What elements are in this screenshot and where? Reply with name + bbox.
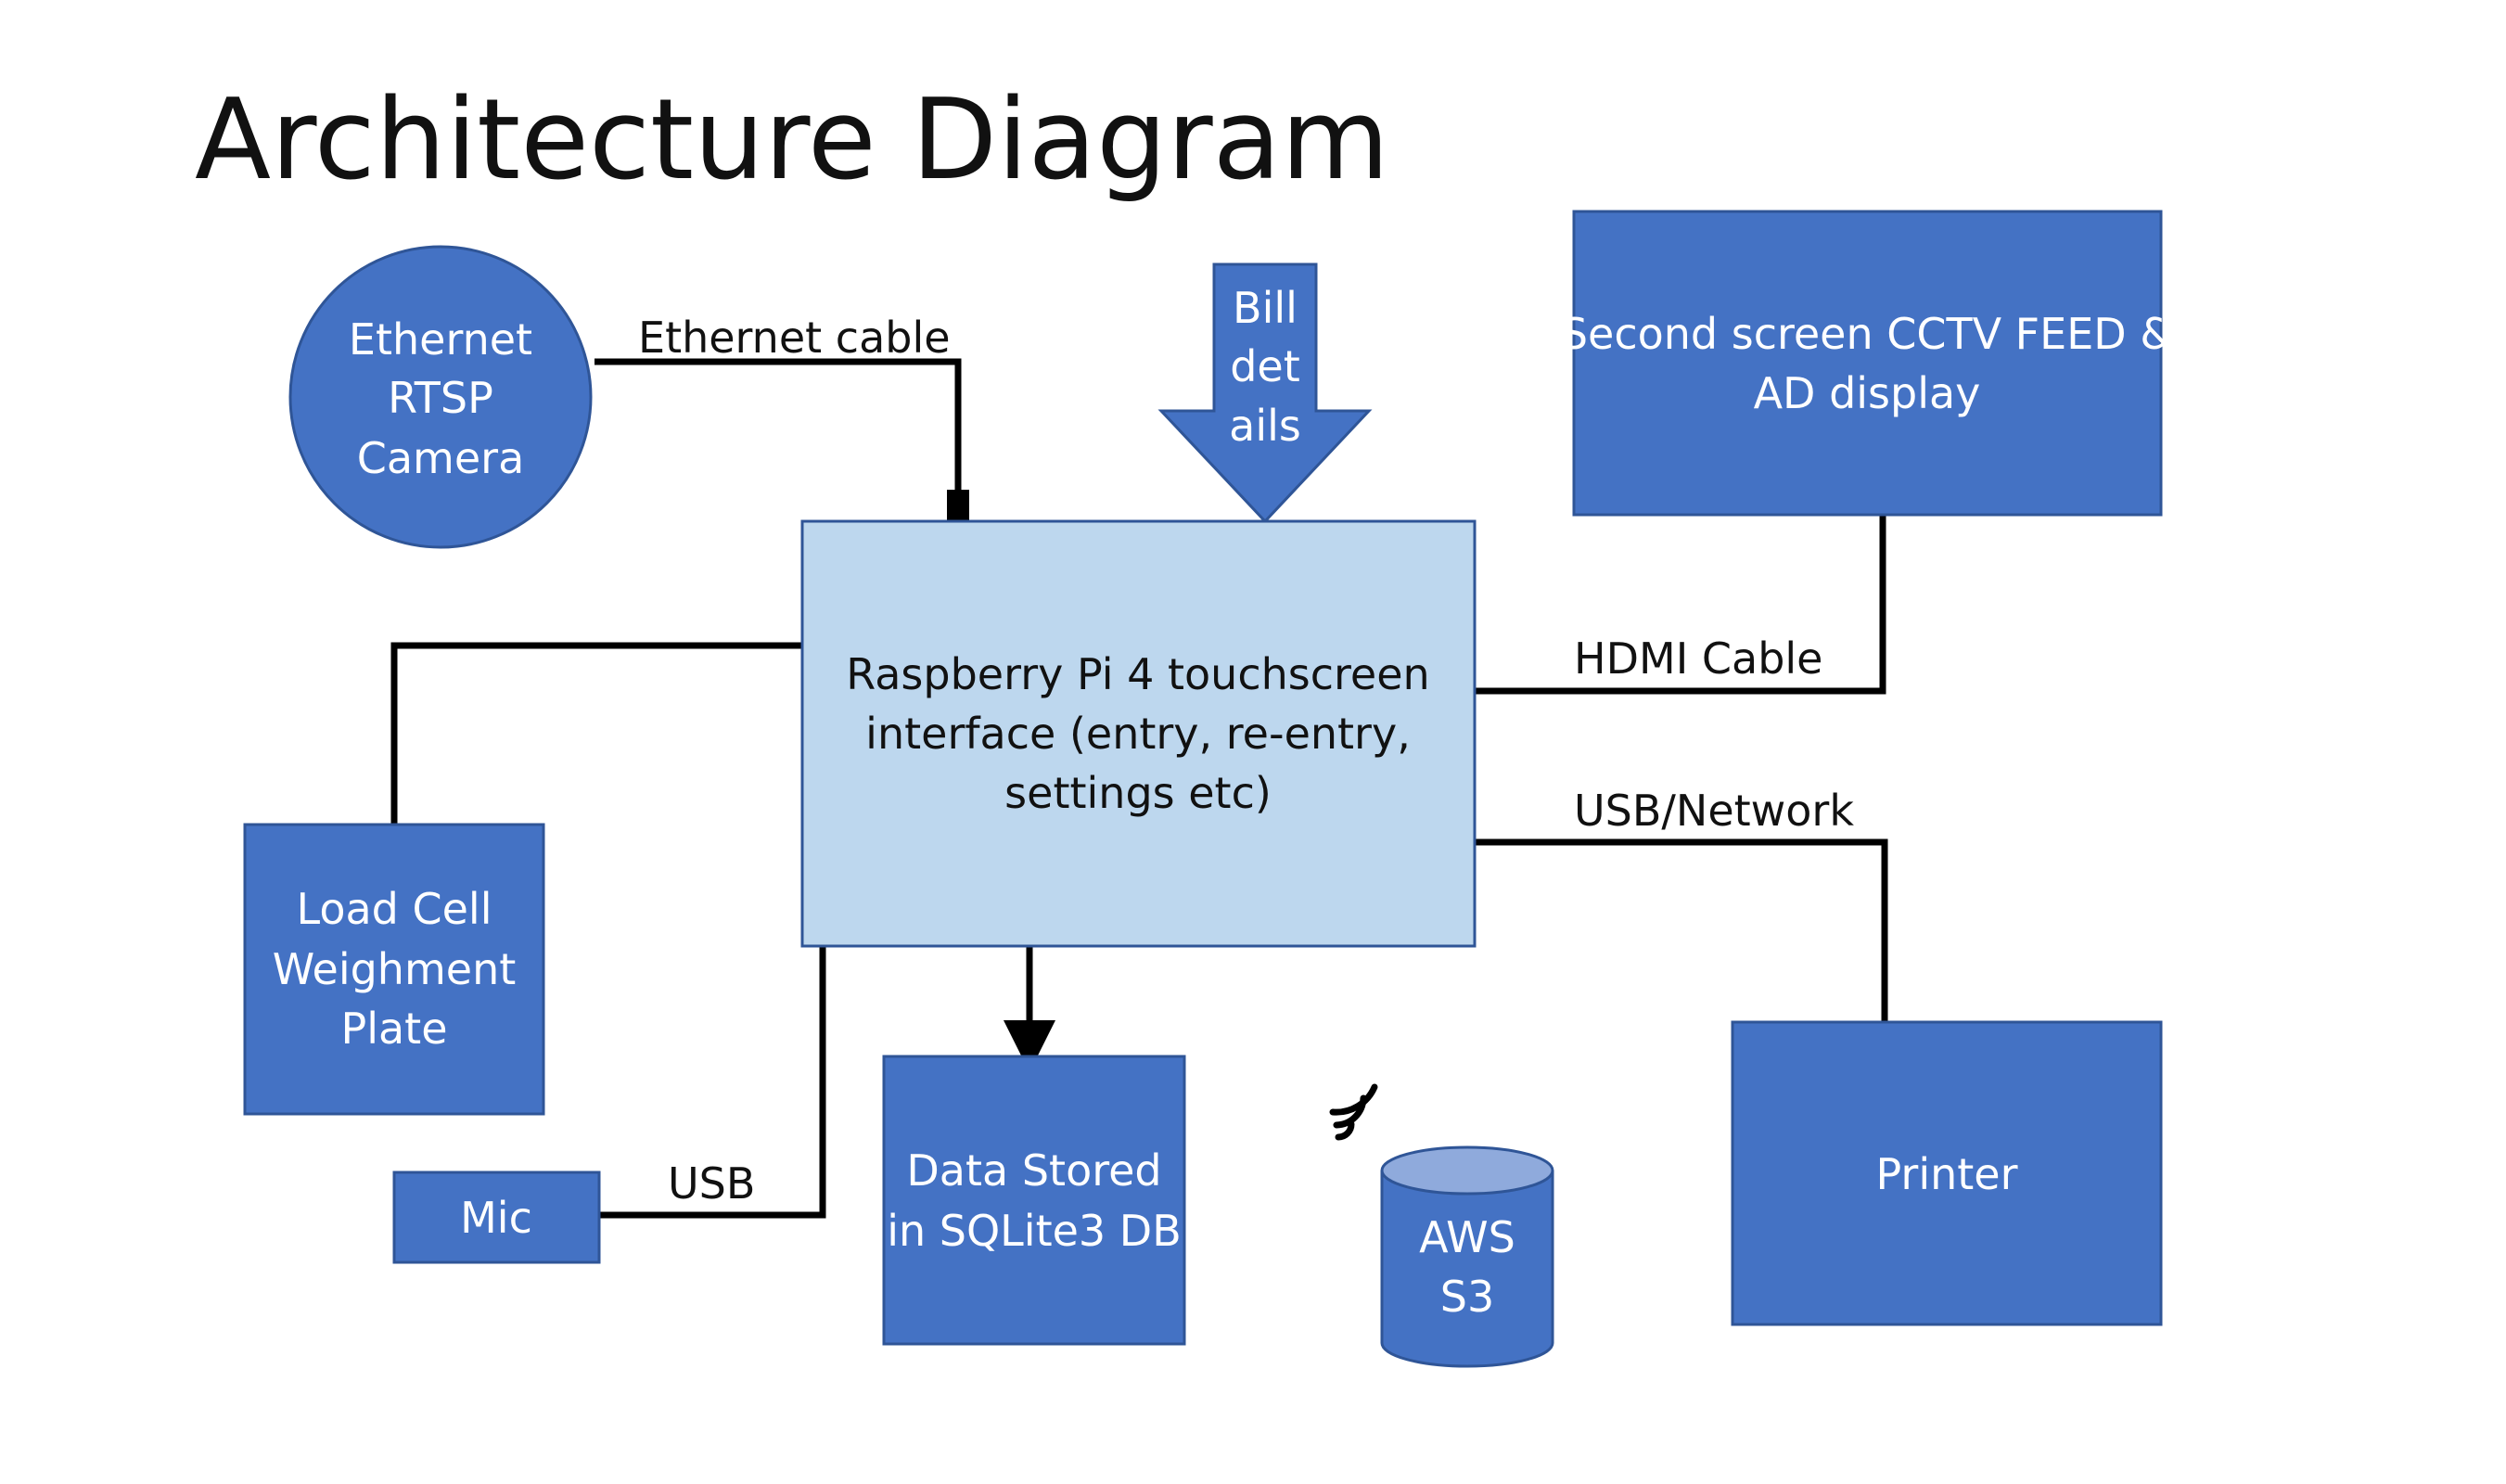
aws-s3-line-2: S3 — [1440, 1272, 1494, 1322]
wifi-signal-icon — [1329, 1083, 1378, 1141]
ethernet-connector — [947, 490, 969, 521]
ethernet-cable-label: Ethernet cable — [638, 313, 951, 363]
sqlite-db-line-2: in SQLite3 DB — [887, 1206, 1182, 1256]
usb-label: USB — [668, 1158, 755, 1209]
bill-details-line-3: ails — [1229, 401, 1301, 451]
ethernet-rtsp-camera-node: Ethernet RTSP Camera — [288, 245, 593, 549]
second-screen-line-1: Second screen CCTV FEED & — [1561, 309, 2173, 359]
camera-label-line-2: RTSP — [388, 373, 493, 423]
load-cell-line-3: Plate — [340, 1004, 447, 1054]
sqlite-db-node: Data Stored in SQLite3 DB — [882, 1055, 1186, 1346]
usb-network-label: USB/Network — [1574, 786, 1854, 836]
raspberry-pi-line-2: interface (entry, re-entry, — [865, 709, 1411, 759]
hdmi-cable-label: HDMI Cable — [1574, 633, 1822, 684]
mic-usb-line — [599, 946, 826, 1219]
aws-s3-line-1: AWS — [1419, 1212, 1515, 1262]
sqlite-db-line-1: Data Stored — [906, 1145, 1161, 1196]
camera-label-line-3: Camera — [357, 433, 525, 483]
diagram-title: Architecture Diagram — [195, 76, 1389, 205]
mic-label: Mic — [460, 1193, 532, 1243]
raspberry-pi-line-1: Raspberry Pi 4 touchscreen — [846, 649, 1429, 699]
usb-network-line — [1472, 838, 1888, 1022]
second-screen-node: Second screen CCTV FEED & AD display — [1561, 210, 2173, 517]
load-cell-line — [390, 642, 804, 825]
hdmi-cable-line — [1472, 512, 1886, 695]
bill-details-line-2: det — [1230, 341, 1300, 391]
second-screen-line-2: AD display — [1754, 368, 1981, 418]
mic-node: Mic — [392, 1171, 601, 1264]
raspberry-pi-node: Raspberry Pi 4 touchscreen interface (en… — [800, 519, 1477, 948]
aws-s3-node: AWS S3 — [1380, 1145, 1554, 1368]
load-cell-line-2: Weighment — [273, 944, 517, 994]
printer-label: Printer — [1875, 1149, 2017, 1199]
load-cell-line-1: Load Cell — [297, 884, 492, 934]
bill-details-arrow-node: Bill det ails — [1157, 262, 1373, 524]
camera-label-line-1: Ethernet — [349, 314, 532, 365]
bill-details-line-1: Bill — [1233, 283, 1298, 333]
ethernet-cable-line — [595, 358, 962, 521]
raspberry-pi-line-3: settings etc) — [1004, 768, 1272, 818]
load-cell-node: Load Cell Weighment Plate — [243, 823, 545, 1116]
printer-node: Printer — [1731, 1020, 2163, 1326]
